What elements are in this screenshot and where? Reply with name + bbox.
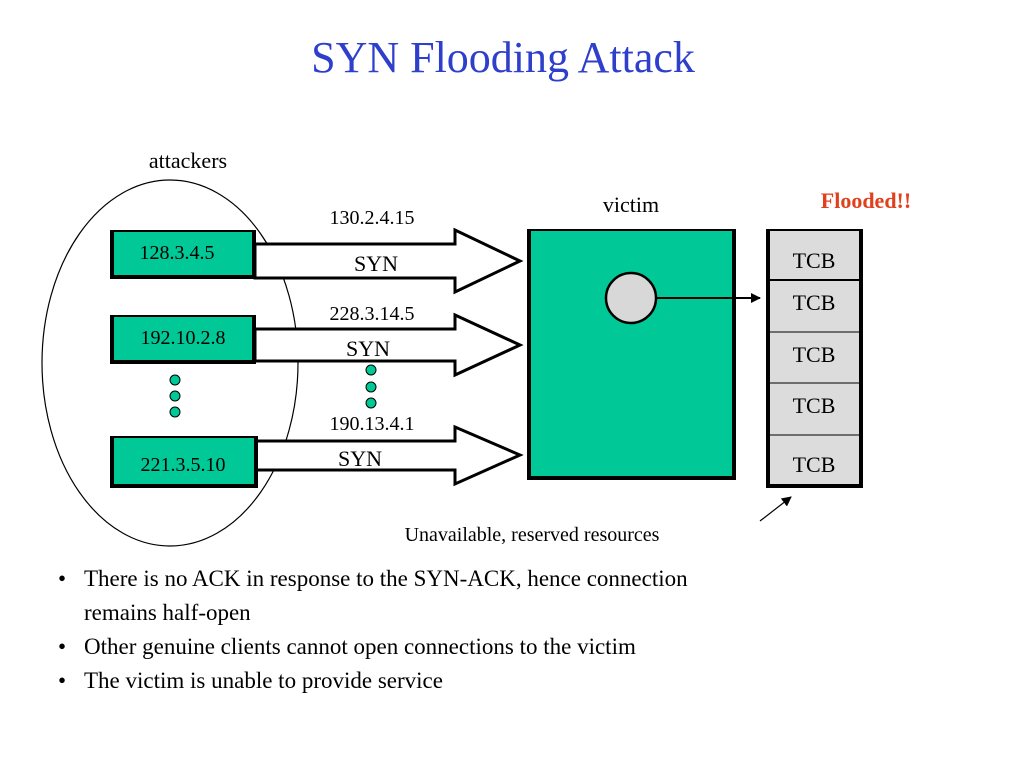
syn-arrow-2: 228.3.14.5 SYN — [253, 303, 524, 378]
syn-flood-diagram: SYN Flooding Attack attackers 130.2.4.15… — [41, 33, 911, 547]
flooded-label: Flooded!! — [821, 188, 911, 213]
attackers-ellipse — [41, 179, 299, 547]
spoofed-ip-2: 228.3.14.5 — [330, 303, 415, 325]
syn-arrow-3: 190.13.4.1 SYN — [253, 413, 524, 487]
bullet-2-text: Other genuine clients cannot open connec… — [84, 634, 636, 659]
syn-arrow-1: 130.2.4.15 SYN — [253, 207, 524, 295]
bullet-3-text: The victim is unable to provide service — [84, 668, 443, 693]
bullet-1-line-2: remains half-open — [84, 600, 251, 625]
caption-pointer-arrow — [759, 496, 792, 522]
tcb-entry-4: TCB — [793, 393, 836, 418]
spoofed-ip-1: 130.2.4.15 — [330, 207, 415, 229]
bullet-item-3: The victim is unable to provide service — [56, 664, 916, 698]
more-attackers-dots — [169, 374, 181, 418]
attacker-host-2: 192.10.2.8 — [110, 315, 256, 364]
syn-label-3: SYN — [338, 446, 382, 471]
tcb-entry-5: TCB — [793, 452, 836, 477]
attacker-host-1: 128.3.4.5 — [110, 230, 256, 279]
attacker-host-2-address: 192.10.2.8 — [141, 327, 226, 349]
tcb-queue: TCB TCB TCB TCB TCB — [766, 229, 863, 488]
bullet-1-line-1: There is no ACK in response to the SYN-A… — [84, 566, 688, 591]
syn-label-2: SYN — [346, 336, 390, 361]
syn-label-1: SYN — [354, 251, 398, 276]
page-title: SYN Flooding Attack — [311, 33, 695, 82]
attacker-host-3-address: 221.3.5.10 — [141, 454, 226, 476]
spoofed-ip-3: 190.13.4.1 — [330, 413, 415, 435]
tcb-entry-3: TCB — [793, 342, 836, 367]
victim-label: victim — [603, 192, 659, 217]
tcb-entry-2: TCB — [793, 290, 836, 315]
listening-socket-circle — [604, 271, 658, 325]
attacker-host-3: 221.3.5.10 — [110, 436, 258, 488]
attackers-label: attackers — [149, 148, 227, 173]
victim-host — [527, 229, 761, 480]
bullet-item-1: There is no ACK in response to the SYN-A… — [56, 562, 916, 630]
bullet-list: There is no ACK in response to the SYN-A… — [56, 562, 916, 698]
attacker-host-1-address: 128.3.4.5 — [140, 242, 215, 264]
reserved-resources-caption: Unavailable, reserved resources — [405, 524, 660, 546]
bullet-item-2: Other genuine clients cannot open connec… — [56, 630, 916, 664]
tcb-entry-1: TCB — [793, 248, 836, 273]
more-arrows-dots — [365, 364, 377, 409]
